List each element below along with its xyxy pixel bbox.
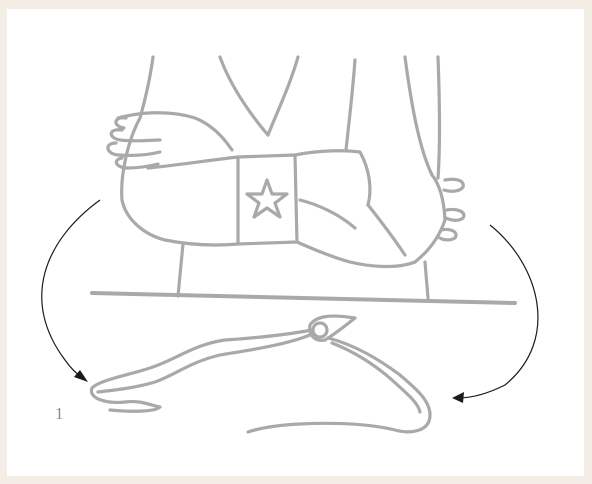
step-number: 1 xyxy=(55,405,64,422)
sleeve-cuff xyxy=(238,155,297,244)
rope-lasso-icon xyxy=(91,316,430,432)
torso xyxy=(140,57,440,178)
rotation-arrow-left xyxy=(42,200,100,382)
star-badge-icon xyxy=(247,180,287,217)
table-legs xyxy=(178,244,428,298)
rotation-arrow-right xyxy=(452,225,538,403)
table-edge xyxy=(92,293,515,303)
right-arm xyxy=(295,151,445,267)
